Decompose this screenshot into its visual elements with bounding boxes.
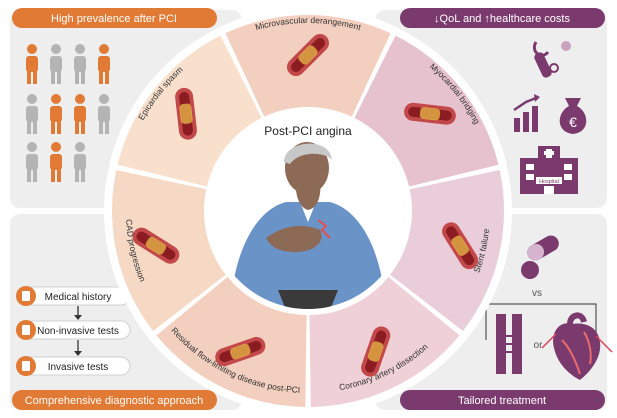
banner-top-right: ↓QoL and ↑healthcare costs (400, 8, 605, 28)
causes-wheel: Post-PCI angina Microvascular derangemen… (104, 7, 512, 415)
person-icon (74, 44, 86, 84)
wheel-segment (390, 170, 504, 332)
person-icon (50, 94, 62, 134)
person-icon (74, 94, 86, 134)
heart-anatomy-icon (541, 312, 613, 380)
banner-top-right-text: ↓QoL and ↑healthcare costs (434, 13, 570, 25)
vessel-illustration (404, 102, 456, 125)
hospital-sign: Hospital (539, 179, 559, 185)
banner-bottom-left: Comprehensive diagnostic approach (12, 390, 217, 410)
vessel-illustration (361, 326, 391, 377)
wheel-segments (111, 14, 504, 407)
svg-text:€: € (569, 114, 577, 130)
or-text: or (534, 340, 544, 351)
pills-icon (521, 235, 559, 279)
person-icon (26, 142, 38, 182)
diagnostic-step-label: Non-invasive tests (37, 326, 119, 337)
euro-money-bag-icon: € (559, 98, 587, 134)
person-icon (98, 44, 110, 84)
vessel-illustration (175, 87, 197, 140)
diagnostic-step-label: Invasive tests (48, 362, 109, 373)
stethoscope-icon (533, 41, 571, 78)
catheter-icon (16, 356, 36, 376)
step-arrow-head (74, 315, 82, 320)
person-icon (74, 142, 86, 182)
prevalence-people-grid (26, 44, 110, 182)
scanner-icon (16, 320, 36, 340)
vs-text: vs (532, 288, 542, 299)
stent-device-icon (496, 314, 522, 374)
banner-bottom-right: Tailored treatment (400, 390, 605, 410)
vessel-illustration (286, 33, 330, 77)
person-icon (50, 44, 62, 84)
growth-chart-icon (513, 94, 540, 132)
vessel-illustration (215, 336, 266, 367)
banner-bottom-left-text: Comprehensive diagnostic approach (25, 395, 204, 407)
vessel-illustration (132, 227, 180, 264)
wheel-segment (156, 276, 307, 407)
banner-top-left-text: High prevalence after PCI (51, 13, 177, 25)
treatment-bracket (485, 303, 597, 340)
diagnostic-step-label: Medical history (45, 292, 112, 303)
hospital-icon: Hospital (520, 146, 578, 194)
center-title: Post-PCI angina (264, 124, 352, 138)
diagnostic-step: Non-invasive tests (16, 320, 131, 340)
clipboard-icon (16, 286, 36, 306)
banner-bottom-right-text: Tailored treatment (458, 395, 546, 407)
patient-figure (230, 142, 386, 309)
step-arrow-head (74, 351, 82, 356)
person-icon (98, 94, 110, 134)
person-icon (26, 94, 38, 134)
banner-top-left: High prevalence after PCI (12, 8, 217, 28)
diagnostic-step: Medical history (16, 286, 131, 306)
vessel-illustration (442, 222, 479, 270)
person-icon (50, 142, 62, 182)
diagnostic-step: Invasive tests (16, 356, 131, 376)
person-icon (26, 44, 38, 84)
